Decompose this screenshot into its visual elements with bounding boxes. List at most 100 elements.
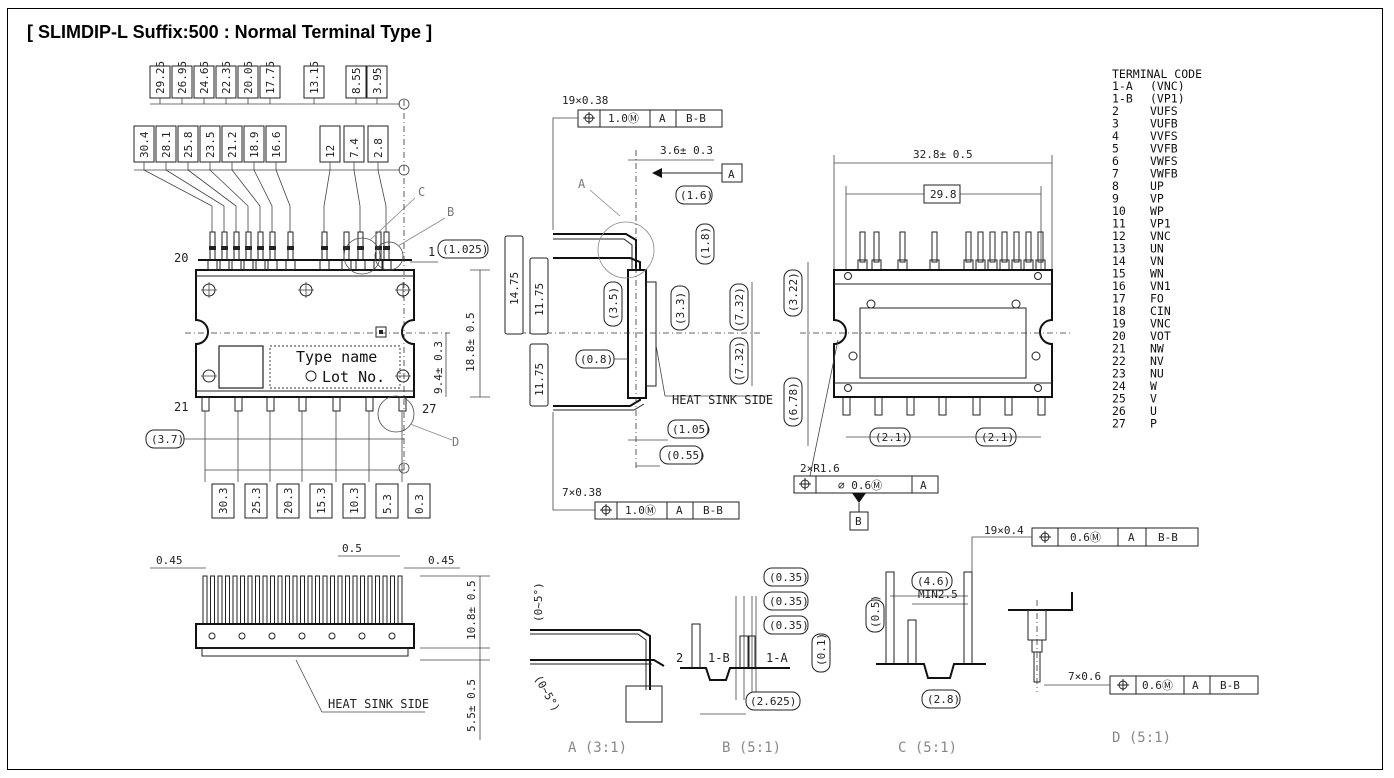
- dim-1175b: 11.75: [533, 363, 546, 396]
- dim-1475: 14.75: [508, 272, 521, 305]
- detail-c-pin: [963, 571, 973, 665]
- dim-732a-box: [729, 283, 749, 331]
- tol-bottom-value: 1.0Ⓜ: [625, 504, 656, 517]
- front-pin: [360, 575, 365, 625]
- terminal-number: 13: [1112, 242, 1126, 256]
- top-dim-5: 17.75: [259, 61, 281, 99]
- terminal-name: VVFB: [1150, 142, 1178, 156]
- terminal-heading: TERMINAL CODE: [1112, 67, 1202, 81]
- front-pin-foot: [268, 632, 276, 640]
- mark-hole: [1034, 384, 1042, 392]
- dim-732a: (7.32): [733, 287, 746, 327]
- bottom-dim-1: 25.3: [244, 483, 268, 519]
- detail-b-pin: [691, 623, 701, 669]
- pin-shoulder: [269, 246, 276, 250]
- front-pin-foot: [298, 632, 306, 640]
- pin-base: [355, 259, 366, 271]
- front-pin: [210, 575, 215, 625]
- dim-108: 10.8± 0.5: [465, 580, 478, 640]
- pin-base: [319, 259, 330, 271]
- dim-18: (1.8): [699, 227, 712, 260]
- front-pin: [292, 575, 298, 625]
- leader: [552, 117, 578, 230]
- leader: [397, 217, 446, 247]
- front-pin: [352, 575, 358, 625]
- svg-text:23.5: 23.5: [204, 132, 217, 159]
- front-pin: [217, 575, 223, 625]
- terminal-number: 11: [1112, 217, 1126, 231]
- dim-2625-box: [745, 691, 801, 711]
- pin-base: [285, 259, 296, 271]
- terminal-number: 4: [1112, 129, 1119, 143]
- dim-46: (4.6): [917, 575, 950, 588]
- callout-c-circle: [343, 237, 381, 275]
- front-pin: [330, 575, 335, 625]
- tol-frame-bottom: [594, 501, 740, 520]
- bottom-dim-0: 30.3: [211, 483, 235, 519]
- svg-text:7.4: 7.4: [348, 138, 361, 158]
- datum-b: B: [855, 515, 862, 528]
- svg-text:25.3: 25.3: [250, 488, 263, 515]
- leader: [295, 659, 323, 713]
- package-body-side: [627, 269, 647, 399]
- svg-text:16.6: 16.6: [270, 132, 283, 159]
- top-dim-3: 22.35: [215, 61, 237, 99]
- datum-a-box: [721, 163, 743, 183]
- terminal-name: WP: [1150, 204, 1164, 218]
- pin-label-20: 20: [174, 251, 188, 265]
- bottom-dim-2: 20.3: [276, 483, 300, 519]
- leader: [552, 412, 595, 511]
- dim-16-box: [675, 185, 713, 205]
- second-dim-3: 23.5: [199, 125, 221, 163]
- svg-text:29.25: 29.25: [154, 61, 167, 94]
- pin-shoulder: [383, 246, 390, 250]
- front-pin-foot: [238, 632, 246, 640]
- terminal-number: 12: [1112, 229, 1126, 243]
- pin-base: [255, 259, 266, 271]
- second-dim-9: 2.8: [367, 125, 389, 163]
- lot-circle: [305, 370, 317, 382]
- dim-188: 18.8± 0.5: [464, 312, 477, 372]
- pin-shoulder: [233, 246, 240, 250]
- svg-text:20.3: 20.3: [282, 488, 295, 515]
- front-pins: [202, 575, 403, 640]
- dim-045b: 0.45: [428, 554, 455, 567]
- detail-a-lead: [530, 633, 647, 690]
- dim-045a: 0.45: [156, 554, 183, 567]
- dim-105-box: [667, 419, 709, 439]
- dim-322: (3.22): [787, 272, 800, 312]
- leader: [253, 162, 273, 232]
- terminal-number: 8: [1112, 179, 1119, 193]
- package-body-bottom: [833, 269, 1053, 398]
- pin-base: [231, 259, 242, 271]
- terminal-name: NU: [1150, 367, 1164, 381]
- mark-hole: [844, 384, 852, 392]
- tol-d-value: 0.6Ⓜ: [1142, 679, 1173, 692]
- leader: [323, 162, 331, 232]
- pin-base: [207, 259, 218, 271]
- front-view: 0.45 0.5 0.45 10.8± 0.5 5.5± 0.5 HEAT SI…: [150, 542, 490, 740]
- tol-d-count: 7×0.6: [1068, 670, 1101, 683]
- bv-bottom-pin: [1037, 396, 1046, 416]
- svg-text:30.4: 30.4: [138, 131, 151, 158]
- detail-b-label-2: 2: [676, 651, 683, 665]
- leader: [409, 423, 453, 441]
- terminal-name: VWFS: [1150, 154, 1178, 168]
- terminal-name: VUFS: [1150, 104, 1178, 118]
- svg-text:26.95: 26.95: [176, 61, 189, 94]
- dim-08: (0.8): [580, 353, 613, 366]
- pin-shoulder: [221, 246, 228, 250]
- terminal-number: 15: [1112, 267, 1126, 281]
- second-dim-0: 30.4: [133, 125, 155, 163]
- tol-bv-a: A: [920, 479, 927, 492]
- bv-bottom-pin: [874, 396, 883, 416]
- tol-bottom-bb: B-B: [703, 504, 723, 517]
- leader: [275, 162, 291, 232]
- svg-text:0.3: 0.3: [413, 494, 426, 514]
- front-pin: [202, 575, 208, 625]
- dim-035b-box: [763, 591, 809, 611]
- detail-b-label-1b: 1-B: [708, 651, 730, 665]
- leader: [369, 197, 416, 241]
- pin-base: [219, 259, 230, 271]
